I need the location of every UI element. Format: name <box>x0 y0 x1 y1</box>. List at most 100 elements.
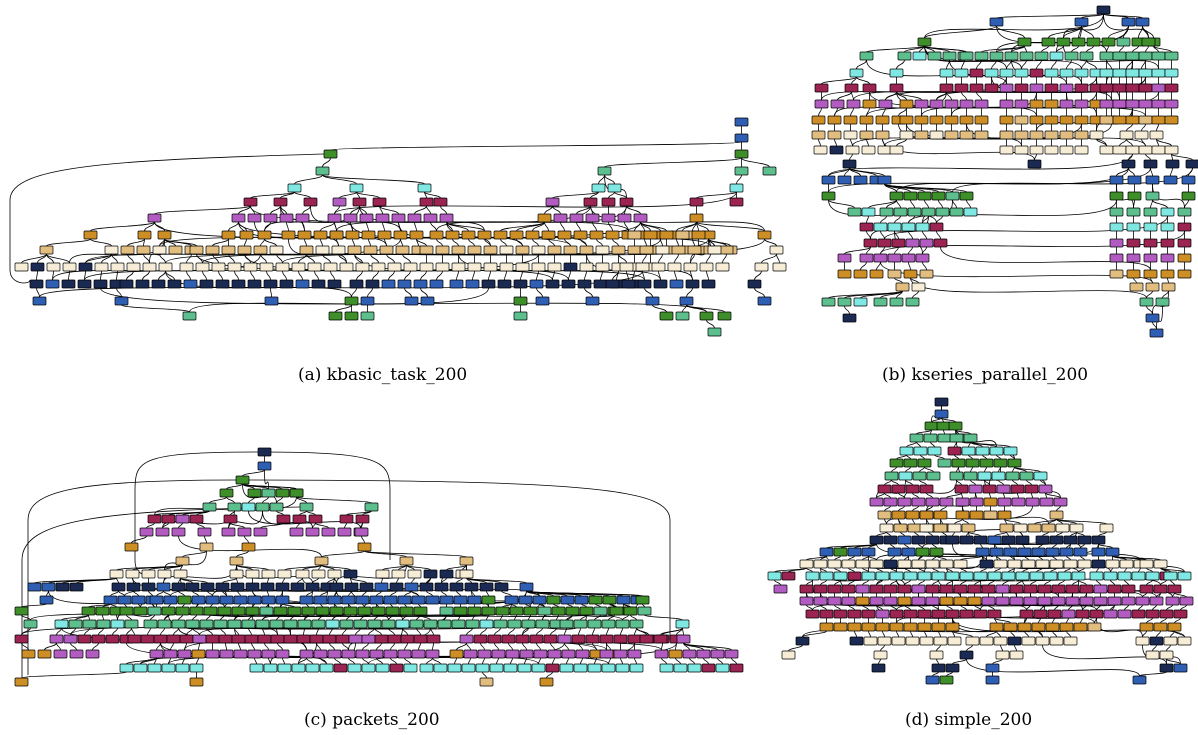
graph-node <box>599 649 614 659</box>
graph-node <box>1037 584 1052 594</box>
graph-edge <box>339 191 357 199</box>
graph-node <box>1089 130 1104 140</box>
graph-node <box>305 582 320 592</box>
graph-edge <box>404 657 411 665</box>
graph-node <box>833 609 848 619</box>
graph-node <box>295 213 310 223</box>
graph-edge <box>276 614 281 621</box>
graph-node <box>1004 51 1019 61</box>
graph-node <box>231 279 246 289</box>
graph-edge <box>994 531 1007 537</box>
graph-node <box>341 649 356 659</box>
graph-node <box>795 636 810 646</box>
graph-node <box>403 663 418 673</box>
graph-node <box>1153 559 1168 569</box>
graph-edge <box>1160 579 1167 586</box>
graph-node <box>379 245 394 255</box>
graph-node <box>653 634 668 644</box>
graph-node <box>968 484 983 494</box>
graph-node <box>974 51 989 61</box>
graph-node <box>1141 37 1156 47</box>
graph-node <box>861 547 876 557</box>
graph-edge <box>262 496 269 504</box>
graph-node <box>1149 328 1164 338</box>
graph-edge <box>1103 13 1149 39</box>
graph-node <box>273 197 288 207</box>
graph-edge <box>922 230 927 240</box>
graph-edge <box>254 657 257 665</box>
graph-node <box>879 523 894 533</box>
graph-node <box>675 230 690 240</box>
graph-edge <box>230 522 245 529</box>
graph-node <box>1116 37 1131 47</box>
graph-edge <box>342 642 349 651</box>
graph-edge <box>1146 579 1153 586</box>
graph-edge <box>320 603 323 608</box>
graph-node <box>157 619 172 629</box>
graph-node <box>1109 222 1124 232</box>
graph-edge <box>267 590 269 597</box>
graph-edge <box>1132 45 1139 53</box>
graph-edge <box>1145 45 1149 53</box>
graph-edge <box>567 603 573 608</box>
graph-node <box>944 130 959 140</box>
graph-edge <box>1080 555 1085 561</box>
graph-node <box>259 606 274 616</box>
graph-edge <box>578 627 581 636</box>
graph-node <box>437 619 452 629</box>
graph-edge <box>466 577 527 584</box>
graph-edge <box>1003 492 1005 499</box>
graph-node <box>983 497 998 507</box>
graph-edge <box>910 630 913 638</box>
graph-node <box>353 619 368 629</box>
graph-edge <box>238 642 241 651</box>
graph-edge <box>940 505 947 512</box>
graph-node <box>769 245 784 255</box>
graph-node <box>327 595 342 605</box>
graph-edge <box>834 567 841 573</box>
graph-edge <box>532 221 545 232</box>
graph-edge <box>244 535 249 544</box>
graph-node <box>747 279 762 289</box>
graph-node <box>276 514 291 524</box>
graph-node <box>989 51 1004 61</box>
graph-node <box>1053 497 1068 507</box>
graph-node <box>1101 37 1116 47</box>
graph-node <box>369 595 384 605</box>
graph-edge <box>1041 45 1049 53</box>
graph-node <box>1177 207 1192 217</box>
graph-node <box>907 523 922 533</box>
graph-node <box>1017 547 1032 557</box>
graph-edge <box>1162 290 1169 299</box>
graph-node <box>1119 130 1134 140</box>
graph-node <box>627 649 642 659</box>
graph-node <box>261 569 276 579</box>
graph-node <box>147 663 162 673</box>
graph-edge <box>924 45 967 53</box>
graph-node <box>877 510 892 520</box>
graph-edge <box>1142 592 1147 598</box>
graph-edge <box>989 492 991 499</box>
graph-node <box>400 634 415 644</box>
graph-edge <box>968 531 981 537</box>
graph-node <box>1089 609 1104 619</box>
graph-edge <box>1119 45 1124 53</box>
graph-edge <box>849 167 885 177</box>
graph-node <box>343 213 358 223</box>
graph-node <box>205 634 220 644</box>
graph-node <box>883 584 898 594</box>
graph-edge <box>1098 543 1113 549</box>
graph-node <box>889 83 904 93</box>
graph-edge <box>1066 630 1071 638</box>
graph-edge <box>914 531 919 537</box>
graph-edge <box>1110 579 1115 586</box>
graph-node <box>979 636 994 646</box>
graph-node <box>934 409 949 419</box>
graph-node <box>1125 145 1140 155</box>
graph-node <box>1099 51 1114 61</box>
graph-node <box>799 559 814 569</box>
graph-node <box>257 634 272 644</box>
graph-node <box>989 17 1004 27</box>
graph-edge <box>856 76 870 85</box>
graph-node <box>504 595 519 605</box>
